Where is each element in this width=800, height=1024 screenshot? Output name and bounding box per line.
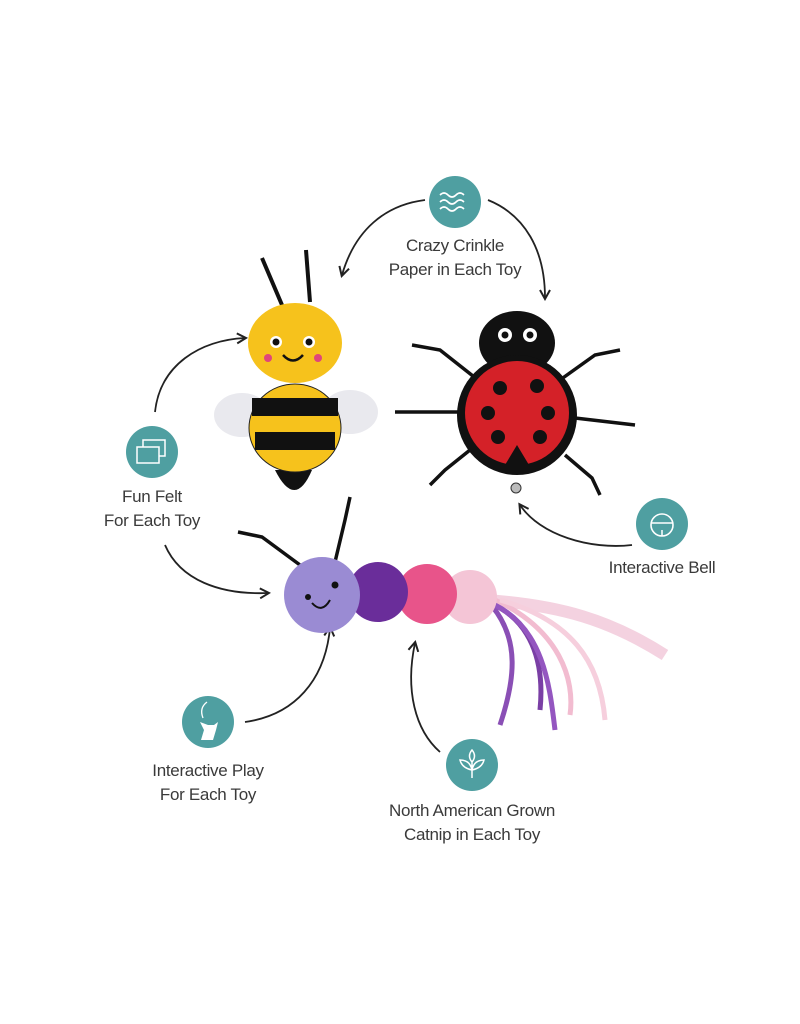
cat-playing-icon [182,696,234,748]
bell-icon [636,498,688,550]
ladybug-toy [395,311,636,496]
callout-crinkle-paper: Crazy Crinkle Paper in Each Toy [389,234,522,282]
waves-icon [429,176,481,228]
arrow-catnip-to-caterpillar [411,643,441,753]
callout-line: For Each Toy [103,511,201,530]
caterpillar-toy [237,496,669,731]
sprout-icon [446,739,498,791]
callout-line: Paper in Each Toy [388,260,522,279]
callout-line: Crazy Crinkle [405,236,505,255]
arrow-crinkle-to-bee [342,199,426,275]
callout-line: For Each Toy [159,785,257,804]
callout-interactive-play: Interactive Play For Each Toy [152,759,264,807]
callout-line: Interactive Bell [608,558,716,577]
arrow-crinkle-to-ladybug [487,199,545,298]
felt-sheets-icon [126,426,178,478]
callout-fun-felt: Fun Felt For Each Toy [103,485,201,533]
callout-line: Catnip in Each Toy [403,825,541,844]
callout-catnip: North American Grown Catnip in Each Toy [389,799,555,847]
callout-line: North American Grown [389,801,555,820]
arrow-felt-to-caterpillar [164,544,268,593]
callout-line: Interactive Play [152,761,264,780]
bee-toy [214,249,378,490]
arrow-play-to-caterpillar [244,628,330,723]
arrow-bell-to-ladybug [520,505,633,547]
callout-line: Fun Felt [122,487,182,506]
callout-arrows [154,199,633,753]
arrow-felt-to-bee [154,338,245,413]
callout-interactive-bell: Interactive Bell [609,556,716,580]
